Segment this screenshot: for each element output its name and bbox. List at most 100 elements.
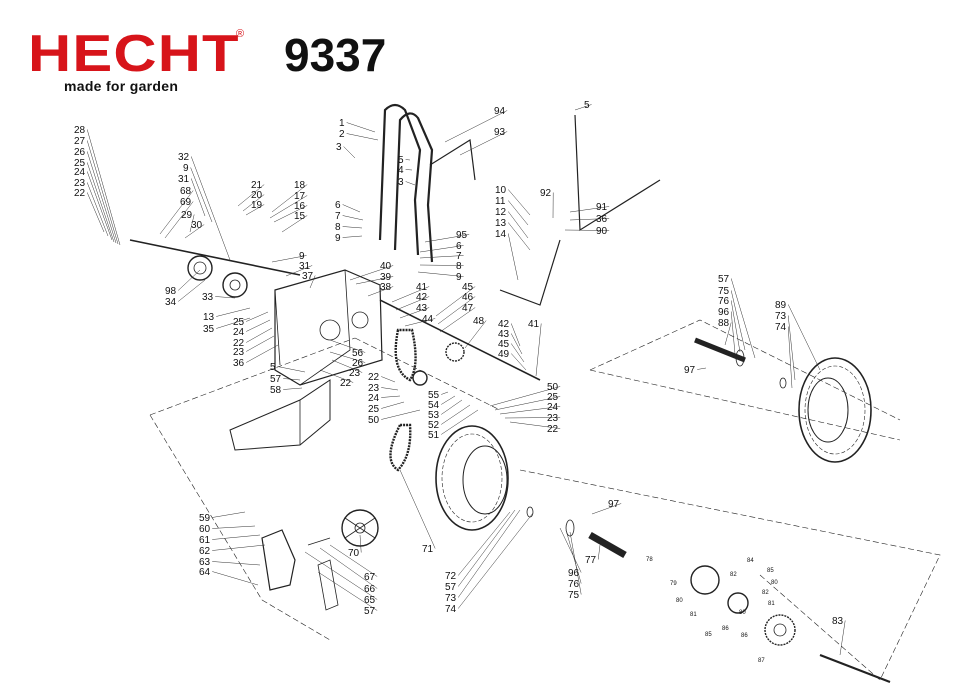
leader-line xyxy=(246,344,279,363)
part-number-label: 50 xyxy=(547,382,559,393)
part-callout: 73 xyxy=(445,509,521,604)
part-number-label: 54 xyxy=(428,400,440,411)
part-callout: 24 xyxy=(233,319,271,338)
part-callout: 26 xyxy=(74,147,117,244)
leader-line xyxy=(367,286,394,297)
part-number-label: 98 xyxy=(165,286,177,297)
leader-line xyxy=(178,279,206,302)
part-number-label: 25 xyxy=(74,158,86,169)
leader-line xyxy=(190,178,206,217)
part-number-label: 26 xyxy=(74,147,86,158)
part-number-label: 11 xyxy=(495,196,506,207)
leader-line xyxy=(159,190,194,235)
part-callout: 92 xyxy=(540,188,554,219)
part-callout: 24 xyxy=(368,393,401,404)
part-number-label: 30 xyxy=(191,220,203,231)
part-number-label: 74 xyxy=(445,604,457,615)
part-callout: 23 xyxy=(368,383,399,394)
part-number-label: 23 xyxy=(547,413,559,424)
leader-line xyxy=(508,222,531,251)
part-number-label: 25 xyxy=(368,404,380,415)
part-number-label: 93 xyxy=(494,127,506,138)
leader-line xyxy=(86,140,119,245)
leader-line xyxy=(395,296,430,311)
part-callout: 17 xyxy=(269,191,308,219)
part-callout: 42 xyxy=(498,319,521,347)
part-number-label: 35 xyxy=(203,324,215,335)
part-callout: 59 xyxy=(199,511,246,524)
leader-line xyxy=(331,359,363,373)
part-callout: 74 xyxy=(775,322,793,389)
part-number-label: 89 xyxy=(775,300,787,311)
small-part-number-label: 86 xyxy=(741,633,748,639)
part-number-label: 75 xyxy=(718,286,730,297)
part-callout: 12 xyxy=(495,207,529,239)
leader-line xyxy=(329,351,366,363)
part-number-label: 90 xyxy=(596,226,608,237)
leader-line xyxy=(283,378,301,381)
part-callout: 50 xyxy=(368,409,421,426)
leader-line xyxy=(405,181,416,186)
part-callout: 42 xyxy=(395,292,430,311)
leader-line xyxy=(569,218,610,221)
leader-line xyxy=(246,319,271,332)
leader-line xyxy=(441,409,479,435)
part-callout: 5 xyxy=(398,155,411,166)
brand-logo: HECHT ® made for garden xyxy=(28,28,258,98)
leader-line xyxy=(342,204,361,213)
part-number-label: 33 xyxy=(202,292,214,303)
part-callout: 97 xyxy=(684,365,707,376)
small-part-number-label: 82 xyxy=(730,572,737,578)
part-number-label: 27 xyxy=(74,136,86,147)
leader-line xyxy=(216,307,251,317)
part-callout: 44 xyxy=(404,314,436,327)
part-number-label: 73 xyxy=(775,311,787,322)
small-part-number-label: 81 xyxy=(768,601,775,607)
part-callout: 91 xyxy=(569,202,610,213)
part-callout: 69 xyxy=(164,197,194,239)
part-callout: 25 xyxy=(74,158,115,243)
part-number-label: 83 xyxy=(832,616,844,627)
part-callout: 43 xyxy=(498,329,523,355)
part-callout: 70 xyxy=(348,534,362,559)
part-callout: 23 xyxy=(504,413,561,424)
leader-line xyxy=(509,421,561,429)
part-callout: 38 xyxy=(367,282,394,297)
part-number-label: 17 xyxy=(294,191,306,202)
part-number-label: 97 xyxy=(684,365,696,376)
part-callout: 20 xyxy=(242,190,265,212)
part-number-label: 42 xyxy=(498,319,510,330)
part-callout: 18 xyxy=(271,180,308,213)
part-number-label: 8 xyxy=(456,261,462,272)
leader-line xyxy=(730,278,756,359)
part-number-label: 24 xyxy=(233,327,245,338)
part-callout: 31 xyxy=(285,261,313,277)
small-part-number-label: 80 xyxy=(739,610,746,616)
leader-line xyxy=(511,353,527,371)
part-callout: 72 xyxy=(445,511,511,582)
part-callout: 25 xyxy=(233,311,269,328)
leader-line xyxy=(271,255,307,263)
part-number-label: 48 xyxy=(473,316,485,327)
part-callout: 8 xyxy=(335,222,363,233)
small-part-number-label: 84 xyxy=(747,558,754,564)
part-number-label: 45 xyxy=(462,282,474,293)
leader-line xyxy=(86,162,115,243)
part-callout: 32 xyxy=(178,152,231,261)
leader-line xyxy=(273,205,308,223)
leader-line xyxy=(444,110,508,143)
leader-line xyxy=(346,133,379,141)
part-number-label: 97 xyxy=(608,499,620,510)
part-number-label: 71 xyxy=(422,544,434,555)
part-callout: 15 xyxy=(281,211,308,233)
part-callout: 75 xyxy=(718,286,746,351)
leader-line xyxy=(441,391,449,395)
part-number-label: 21 xyxy=(251,180,263,191)
part-callout: 21 xyxy=(237,180,265,207)
part-callout: 45 xyxy=(435,282,476,317)
leader-line xyxy=(569,531,582,595)
callout-layer: 2827262524232232931686929302120191817161… xyxy=(74,100,846,656)
leader-line xyxy=(457,509,521,598)
part-number-label: 2 xyxy=(339,129,345,140)
part-number-label: 41 xyxy=(416,282,428,293)
